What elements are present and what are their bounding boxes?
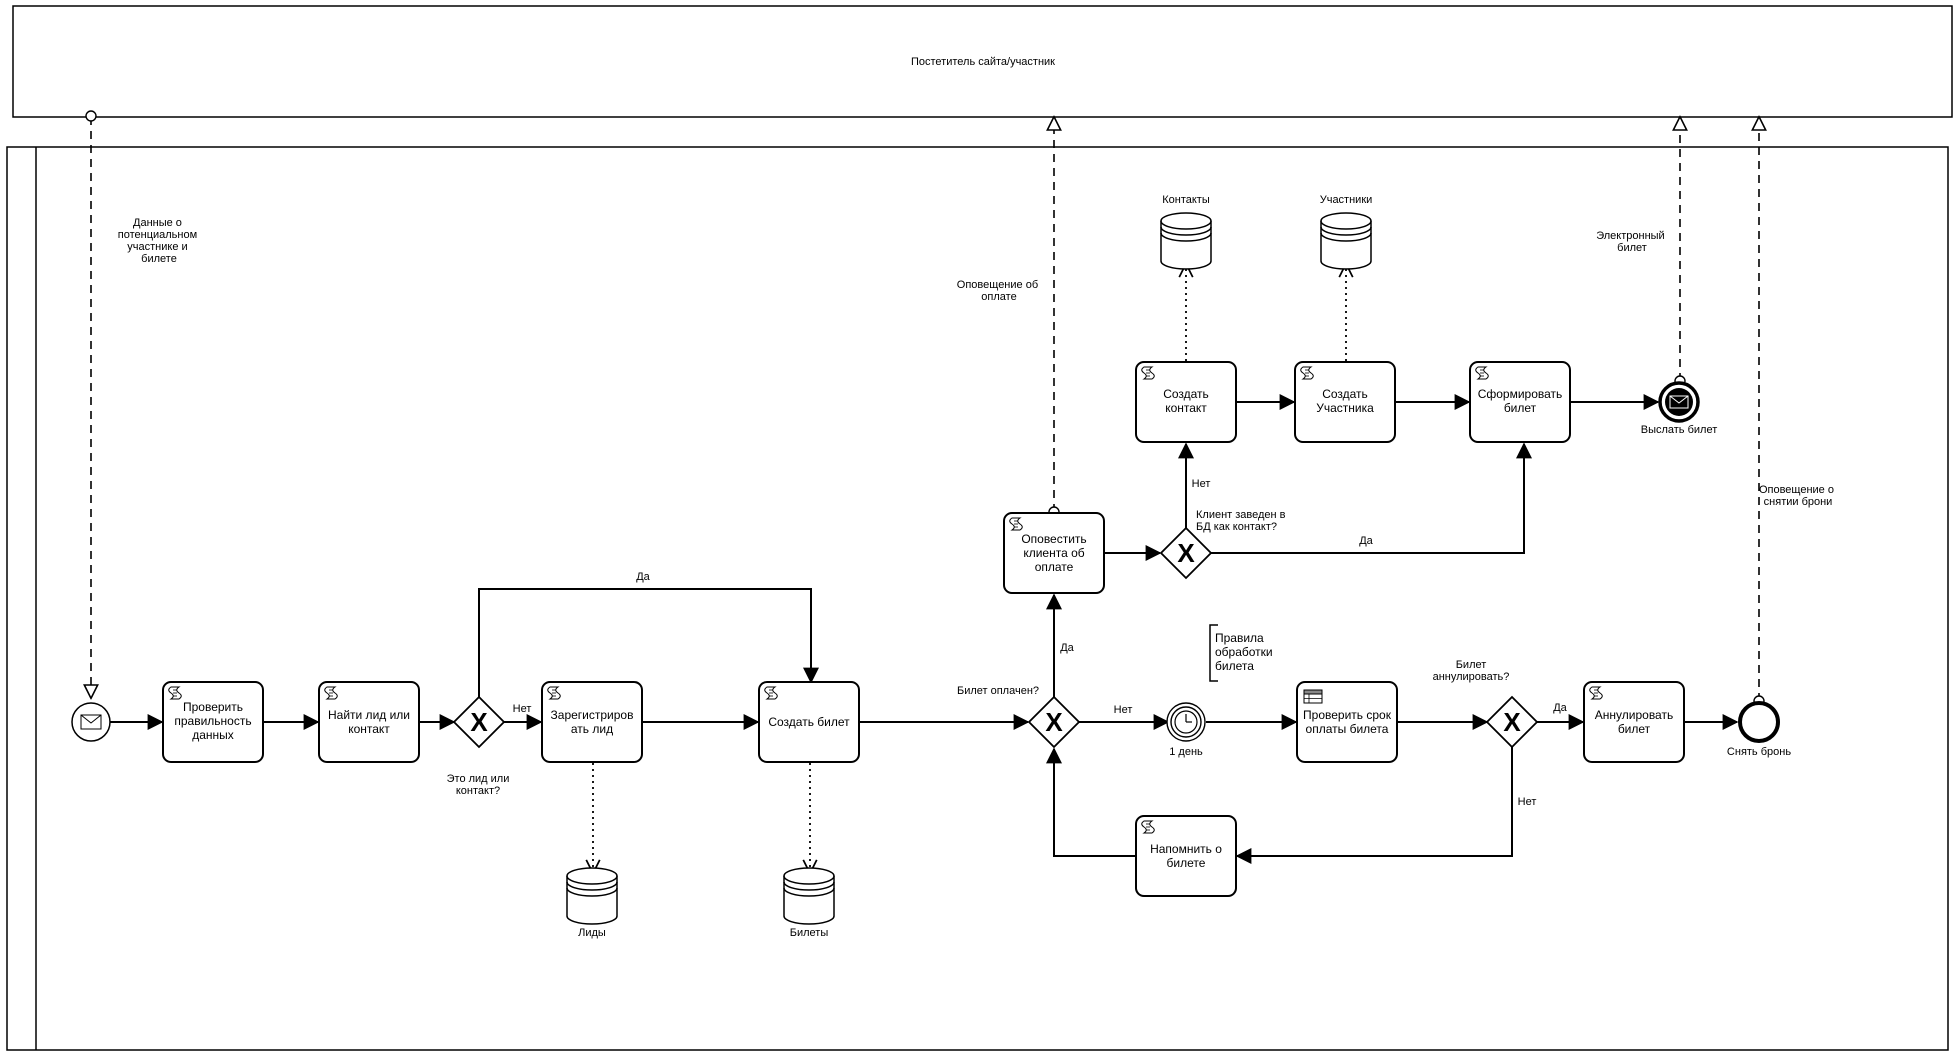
end-event-label: Снять бронь — [1727, 746, 1791, 758]
datastore-contacts: Контакты — [1160, 194, 1212, 270]
msg-origin-pool — [85, 110, 97, 122]
x-icon: X — [1503, 707, 1521, 737]
datastore-contacts-label: Контакты — [1162, 194, 1210, 206]
gateway-cancel[interactable]: X — [1485, 695, 1539, 749]
svg-text:Создать билет: Создать билет — [768, 715, 850, 729]
flow-label-yes1: Да — [636, 571, 650, 583]
x-icon: X — [1177, 538, 1195, 568]
flow-gw1-create-ticket-yes — [478, 588, 819, 697]
msg-payment-notice-label: Оповещение об оплате — [957, 279, 1041, 303]
flow-gw3-form-yes — [1211, 442, 1532, 554]
message-labels: Данные о потенциальном участнике и билет… — [118, 217, 1837, 508]
data-associations — [593, 265, 1346, 872]
datastore-participants-label: Участники — [1320, 194, 1373, 206]
gateway-client-in-db[interactable]: X — [1159, 526, 1213, 580]
business-rule-icon — [1303, 689, 1323, 704]
timer-event — [1166, 702, 1206, 742]
msg-lead-data-label: Данные о потенциальном участнике и билет… — [118, 217, 200, 265]
datastore-participants: Участники — [1320, 194, 1373, 270]
x-icon: X — [1045, 707, 1063, 737]
flow-remind-gw2 — [1046, 747, 1136, 857]
external-pool — [12, 5, 1953, 118]
datastore-tickets: Билеты — [783, 867, 835, 939]
datastore-leads: Лиды — [566, 867, 618, 939]
x-icon: X — [470, 707, 488, 737]
flow-gw4-remind — [1235, 747, 1513, 864]
main-pool — [6, 146, 1949, 1051]
flow-label-yes-contact: Да — [1359, 535, 1373, 547]
task-create-ticket[interactable]: Создать билет — [758, 681, 860, 763]
msg-cancel-notice-label: Оповещение о снятии брони — [1759, 484, 1837, 508]
flow-label-yes-paid: Да — [1060, 642, 1074, 654]
datastore-tickets-label: Билеты — [790, 927, 829, 939]
gateway-ticket-paid-label: Билет оплачен? — [957, 685, 1039, 697]
end-event — [1738, 701, 1780, 743]
flow-label-yes-cancel: Да — [1553, 702, 1567, 714]
gateway-lead-or-contact[interactable]: X — [452, 695, 506, 749]
send-ticket-event — [1658, 381, 1700, 423]
flow-label-no-paid: Нет — [1114, 704, 1133, 716]
start-message-event — [71, 702, 111, 742]
external-pool-label: Постетитель сайта/участник — [911, 56, 1055, 68]
msg-eticket-label: Электронный билет — [1596, 230, 1668, 254]
flow-label-no-cancel: Нет — [1518, 796, 1537, 808]
flow-label-no1: Нет — [513, 703, 532, 715]
timer-event-label: 1 день — [1169, 746, 1203, 758]
sequence-flows — [110, 394, 1739, 864]
datastore-leads-label: Лиды — [578, 927, 606, 939]
flow-label-no-contact: Нет — [1192, 478, 1211, 490]
gateway-ticket-paid[interactable]: X — [1027, 695, 1081, 749]
message-flows — [91, 117, 1759, 701]
send-ticket-label: Выслать билет — [1641, 424, 1718, 436]
